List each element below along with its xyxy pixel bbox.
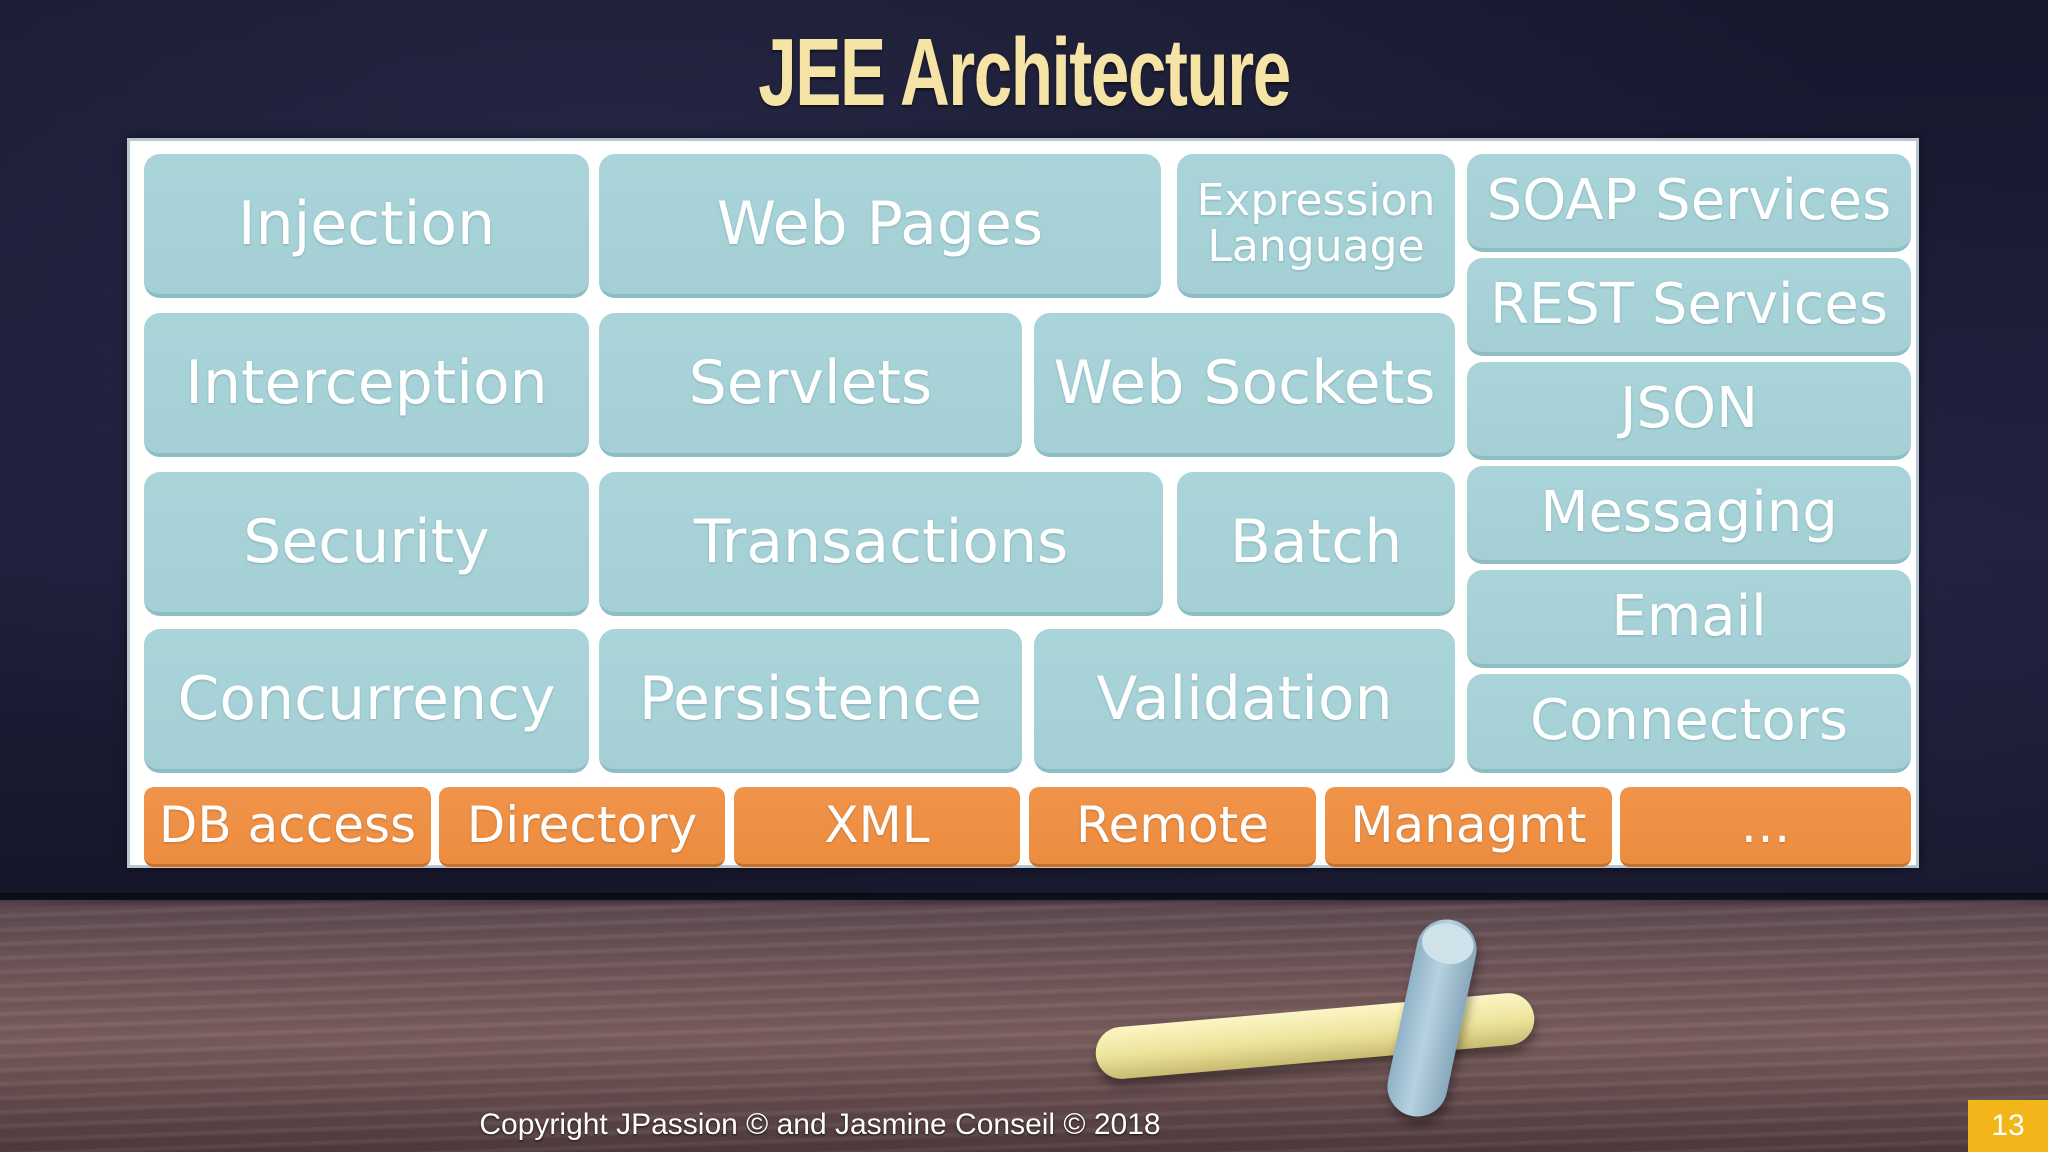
component-web-pages: Web Pages [599, 154, 1161, 298]
expression-language-line2: Language [1207, 221, 1425, 272]
component-email: Email [1467, 570, 1911, 668]
component-json: JSON [1467, 362, 1911, 460]
component-messaging: Messaging [1467, 466, 1911, 564]
component-web-sockets: Web Sockets [1034, 313, 1455, 457]
component-batch: Batch [1177, 472, 1455, 616]
foundation-remote: Remote [1029, 787, 1316, 867]
foundation-db-access: DB access [144, 787, 431, 867]
wooden-table [0, 900, 2048, 1152]
copyright-footer: Copyright JPassion © and Jasmine Conseil… [479, 1108, 1161, 1141]
component-interception: Interception [144, 313, 589, 457]
component-soap-services: SOAP Services [1467, 154, 1911, 252]
component-rest-services: REST Services [1467, 258, 1911, 356]
table-edge-shadow [0, 893, 2048, 907]
foundation-managmt: Managmt [1325, 787, 1612, 867]
component-expression-language: Expression Language [1177, 154, 1455, 298]
component-persistence: Persistence [599, 629, 1022, 773]
slide-title: JEE Architecture [758, 19, 1291, 126]
foundation-more: … [1620, 787, 1911, 867]
component-connectors: Connectors [1467, 674, 1911, 773]
foundation-xml: XML [734, 787, 1020, 867]
foundation-directory: Directory [439, 787, 725, 867]
component-security: Security [144, 472, 589, 616]
component-servlets: Servlets [599, 313, 1022, 457]
component-injection: Injection [144, 154, 589, 298]
expression-language-line1: Expression [1196, 174, 1436, 226]
page-number-badge: 13 [1968, 1100, 2048, 1152]
component-validation: Validation [1034, 629, 1455, 773]
architecture-diagram: Injection Web Pages Expression Language … [127, 138, 1919, 868]
component-concurrency: Concurrency [144, 629, 589, 773]
component-transactions: Transactions [599, 472, 1163, 616]
